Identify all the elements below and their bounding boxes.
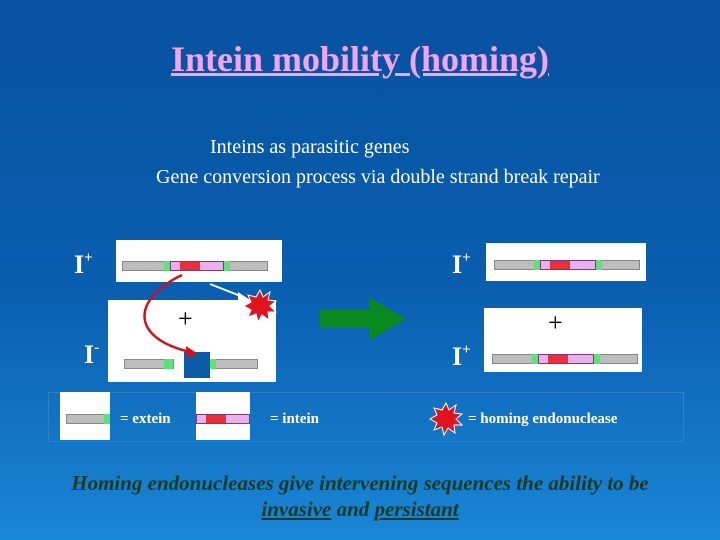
donor-allele-box [116,240,282,282]
label-i-plus-right-1: I+ [452,250,471,279]
legend-panel [48,392,684,442]
legend-endonuclease-label: = homing endonuclease [468,411,618,427]
legend-extein-swatch [60,392,110,440]
plus-sign: + [178,304,193,333]
endonuclease-starburst-icon [242,288,278,324]
subtitle-line-2: Gene conversion process via double stran… [156,166,600,188]
legend-extein-label: = extein [120,411,171,427]
result-allele-2: + [484,308,642,372]
recipient-allele-box: + [108,300,276,382]
result-allele-1 [486,243,646,281]
persistant-word: persistant [374,497,459,521]
label-i-minus: I- [84,340,100,369]
slide-title: Intein mobility (homing) [170,39,550,79]
legend-starburst-icon [428,401,464,437]
conclusion-text: Homing endonucleases give intervening se… [0,470,720,522]
conclusion-line-1: Homing endonucleases give intervening se… [71,471,649,495]
legend-intein-label: = intein [270,411,319,427]
endonuclease-arrow [209,283,244,298]
legend-intein-swatch [196,392,250,440]
intein-transfer-arrow [143,273,196,355]
invasive-word: invasive [261,497,332,521]
plus-sign-right: + [548,308,563,337]
label-i-plus-left: I+ [74,250,93,279]
label-i-plus-right-2: I+ [452,342,471,371]
and-word: and [331,497,375,521]
result-arrow [320,310,370,328]
subtitle-line-1: Inteins as parasitic genes [210,136,410,158]
